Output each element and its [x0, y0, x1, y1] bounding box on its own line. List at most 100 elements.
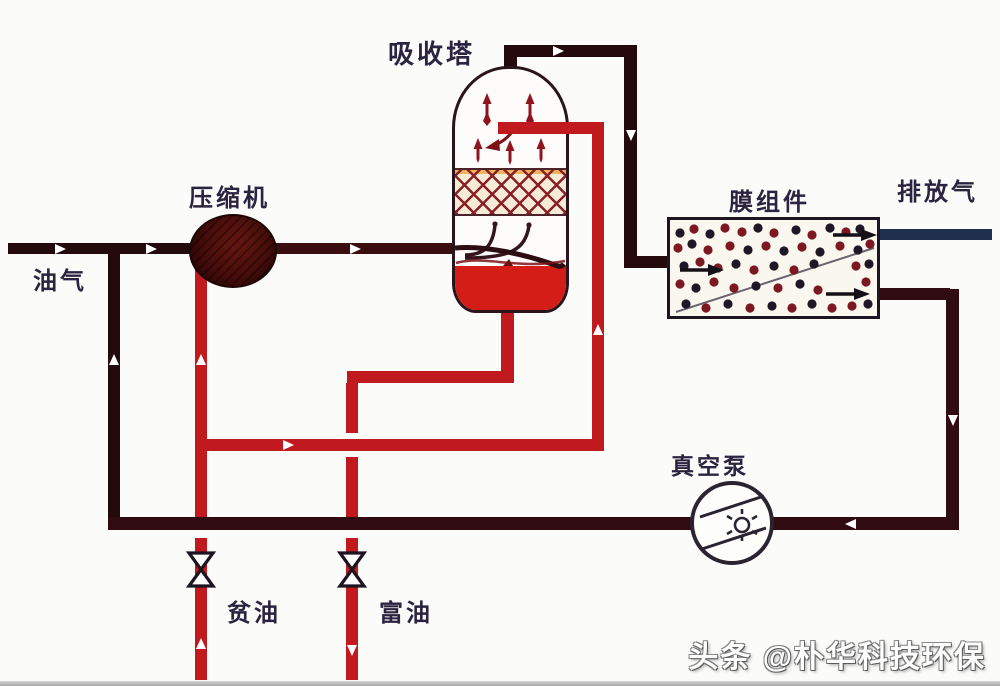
membrane-flow-arrow [833, 229, 877, 241]
vacuum-pump-symbol [690, 481, 774, 565]
pipe-rich-oil-horizontal [347, 371, 508, 383]
pipe-bottom-loop [108, 517, 959, 530]
label-compressor: 压缩机 [189, 185, 270, 212]
membrane-dot [825, 223, 835, 233]
membrane-dot [737, 227, 747, 237]
pipe-oil-gas-feed [8, 243, 234, 254]
pipe-compressor-outlet [234, 243, 456, 254]
membrane-dot [753, 223, 763, 233]
membrane-flow-arrow [826, 288, 870, 300]
label-lean-oil: 贫油 [227, 600, 281, 627]
membrane-dot [864, 259, 874, 269]
rich-oil-valve [336, 551, 368, 588]
tower-packing-bed [455, 168, 566, 216]
membrane-dot [745, 303, 755, 313]
pipe-lean-oil-distributor [195, 439, 604, 451]
pipe-rich-oil-vertical-b [346, 457, 358, 517]
membrane-dot [827, 303, 837, 313]
membrane-dot [729, 283, 739, 293]
membrane-dot [687, 239, 697, 249]
membrane-dot [787, 303, 797, 313]
flow-arrow-right [553, 46, 564, 56]
pipe-recycle-riser [108, 247, 120, 523]
membrane-dot [779, 246, 789, 256]
membrane-dot [675, 228, 685, 238]
absorption-tower-vessel [452, 66, 569, 313]
flow-arrow-down [347, 645, 357, 656]
label-rich-oil: 富油 [379, 600, 433, 627]
membrane-dot [791, 225, 801, 235]
membrane-dot [749, 265, 759, 275]
flow-arrow-down [626, 130, 636, 141]
label-absorption-tower: 吸收塔 [388, 39, 476, 69]
compressor-symbol [189, 214, 277, 288]
flow-arrow-right [350, 244, 361, 254]
membrane-dot [705, 229, 715, 239]
membrane-dot [720, 223, 730, 233]
membrane-dot [767, 301, 777, 311]
label-exhaust-gas: 排放气 [897, 179, 978, 206]
flow-arrow-right [55, 244, 66, 254]
pipe-exhaust [877, 229, 992, 240]
watermark: 头条 @朴华科技环保 [688, 641, 986, 674]
membrane-dot [695, 257, 705, 267]
label-vacuum-pump: 真空泵 [671, 453, 749, 479]
membrane-dot [835, 241, 845, 251]
flow-arrow-down [948, 415, 958, 426]
flow-arrow-up [196, 638, 206, 649]
membrane-dot [797, 242, 807, 252]
membrane-dot [773, 283, 783, 293]
pipe-permeate-riser [946, 289, 959, 523]
membrane-dot [863, 299, 873, 309]
membrane-internals-art [673, 223, 877, 313]
vacuum-pump-art [699, 494, 767, 551]
membrane-dot [861, 277, 871, 287]
membrane-dot [701, 303, 711, 313]
membrane-dot [725, 241, 735, 251]
membrane-dot [689, 224, 699, 234]
pipe-tower-to-membrane [504, 45, 637, 57]
bottom-edge-strip [0, 681, 1000, 686]
membrane-dot [731, 259, 741, 269]
tower-liquid [455, 266, 566, 310]
flow-arrow-up [109, 354, 119, 365]
membrane-flow-arrow [680, 264, 724, 276]
membrane-dot [691, 283, 701, 293]
pipe-rich-oil-drop [501, 298, 514, 383]
membrane-dot [851, 261, 861, 271]
flow-arrow-up [593, 324, 603, 335]
membrane-dot [703, 245, 713, 255]
membrane-dot [751, 281, 761, 291]
pipe-membrane-inlet-riser [624, 45, 637, 267]
membrane-dot [681, 299, 691, 309]
membrane-dot [795, 279, 805, 289]
membrane-dot [865, 239, 875, 249]
membrane-dot [761, 241, 771, 251]
flow-arrow-up [196, 354, 206, 365]
flow-arrow-left [845, 519, 856, 529]
membrane-module-box [667, 217, 880, 319]
membrane-dot [769, 228, 779, 238]
membrane-dot [723, 299, 733, 309]
label-membrane-module: 膜组件 [729, 189, 810, 216]
pipe-rich-oil-vertical-a [346, 383, 358, 433]
tower-internals-art [455, 93, 566, 269]
membrane-dot [813, 285, 823, 295]
flow-arrow-right [283, 440, 294, 450]
pipe-membrane-inlet [624, 256, 670, 268]
membrane-dot [807, 299, 817, 309]
label-oil-gas: 油气 [33, 268, 87, 295]
membrane-dot [853, 245, 863, 255]
membrane-dot [809, 259, 819, 269]
membrane-dot [847, 301, 857, 311]
pipe-tower-feed-riser [592, 122, 604, 451]
membrane-dot [807, 230, 817, 240]
membrane-dot [815, 247, 825, 257]
membrane-dot [743, 245, 753, 255]
membrane-dot [769, 261, 779, 271]
pipe-membrane-bottom-outlet [874, 288, 950, 300]
membrane-dot [673, 243, 683, 253]
membrane-dot [789, 265, 799, 275]
pipe-lean-oil-riser [195, 268, 207, 517]
